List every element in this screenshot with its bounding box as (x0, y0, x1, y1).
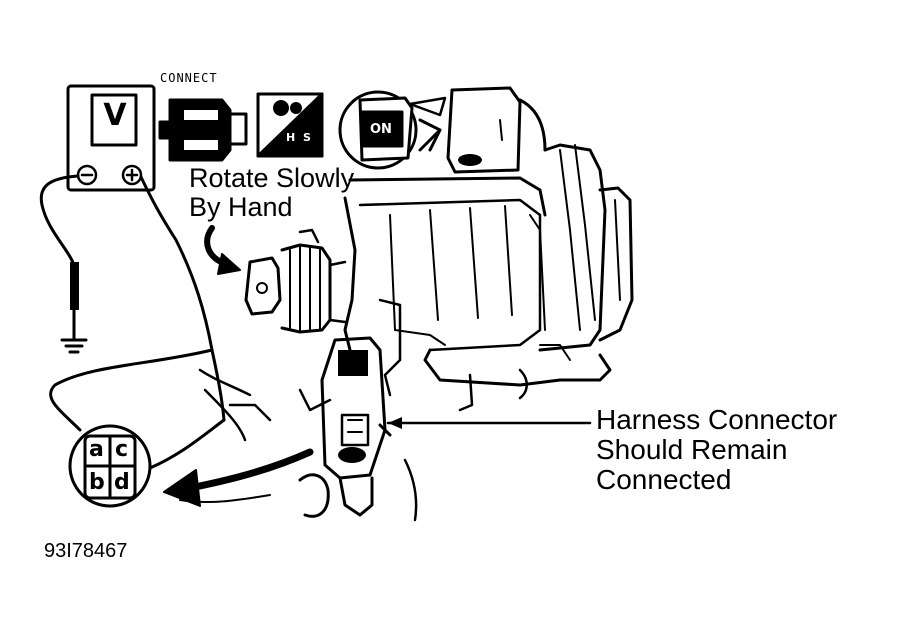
hs-switch-icon (256, 92, 324, 158)
pin-lead (49, 348, 214, 432)
connect-caption: CONNECT (160, 71, 218, 85)
rotor-pulley (244, 243, 347, 334)
pin-label-d: d (114, 470, 130, 495)
pin-label-c: c (115, 437, 129, 462)
harness-connector (298, 336, 418, 522)
leader-arrowhead (388, 417, 402, 429)
connect-plug-icon (158, 98, 248, 162)
rotate-label: Rotate Slowly By Hand (189, 163, 355, 223)
back-probe (148, 418, 226, 470)
rotate-arrow-icon (204, 225, 320, 275)
meter-symbol: V (103, 98, 127, 133)
engine-bracket (179, 329, 446, 504)
harness-label-line: Should Remain (596, 434, 788, 466)
ignition-on-icon (338, 90, 447, 170)
connector-pin-face (68, 424, 152, 508)
pin-label-a: a (89, 437, 104, 462)
positive-lead (139, 175, 226, 422)
harness-label-line: Harness Connector (596, 404, 838, 435)
hs-tag: H S (286, 131, 313, 144)
probe-body (70, 262, 79, 310)
pin-label-b: b (89, 470, 105, 495)
figure-id: 93I78467 (44, 540, 128, 562)
voltmeter-icon (66, 84, 156, 192)
pointer-arrow-icon (163, 448, 314, 507)
harness-label-line: Connected (596, 464, 732, 496)
ignition-tag: ON (370, 122, 392, 137)
rotate-label-line: Rotate Slowly (189, 163, 355, 193)
rotate-label-line: By Hand (189, 192, 293, 223)
ground-icon (60, 338, 88, 354)
harness-label: Harness Connector Should Remain Connecte… (596, 404, 838, 496)
negative-lead (39, 174, 80, 270)
